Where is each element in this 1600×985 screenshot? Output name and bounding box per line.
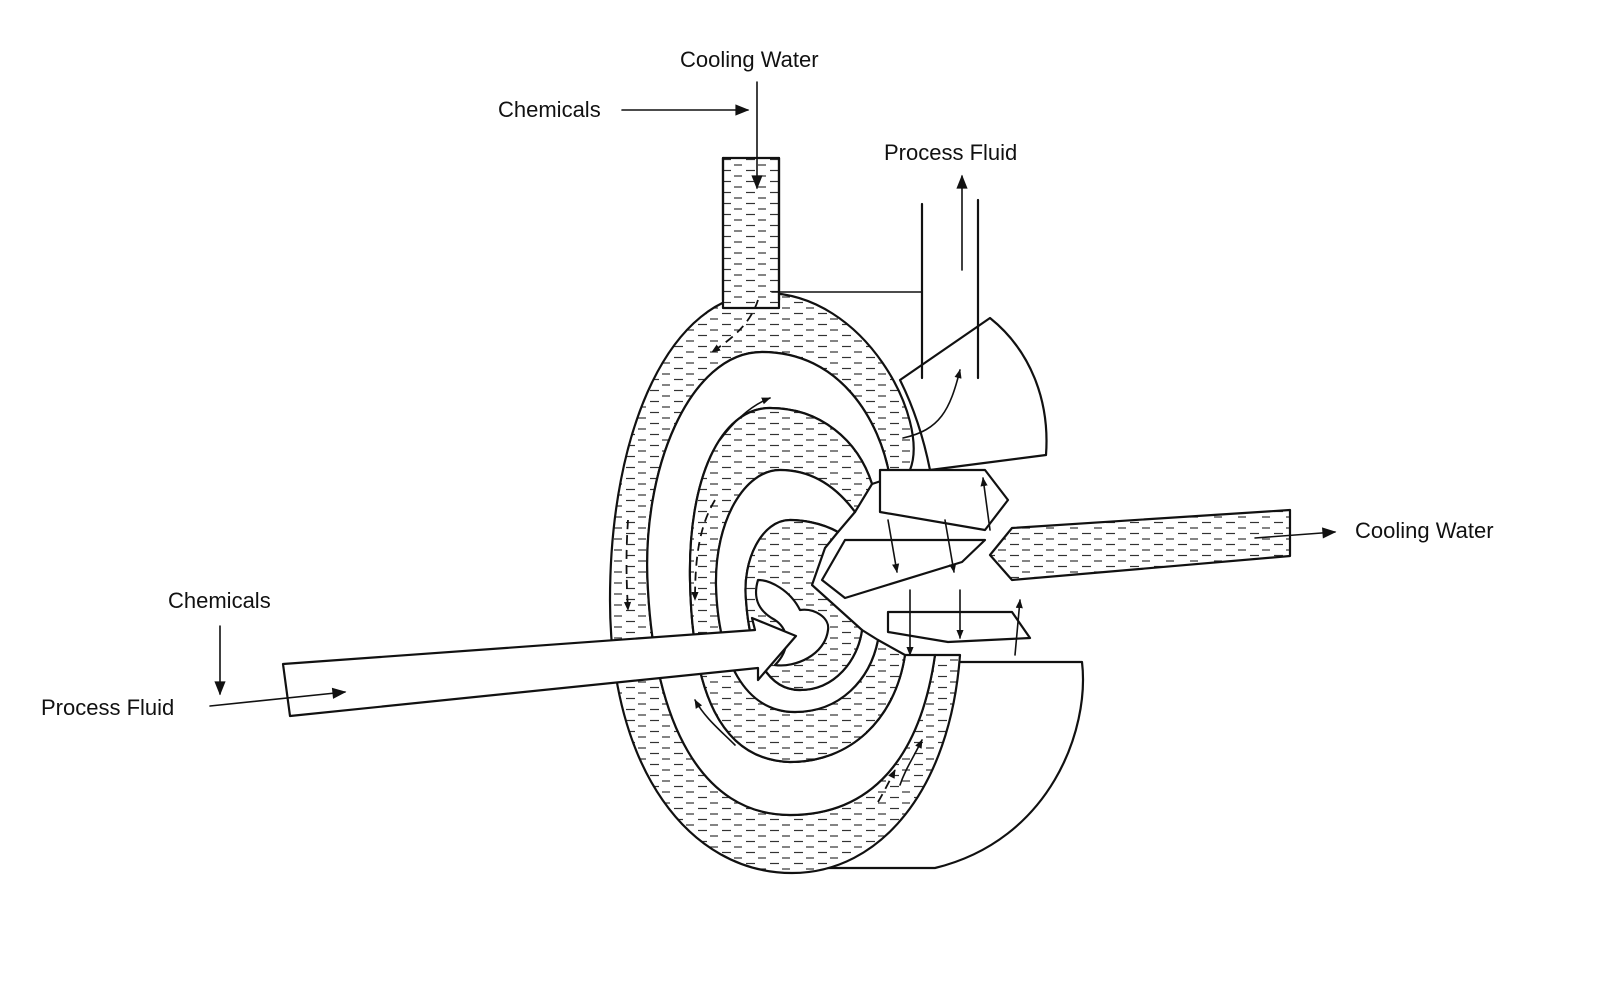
right-coolant-outlet-pipe	[988, 508, 1292, 582]
flow-arrows	[209, 81, 1337, 803]
label-chemicals-left: Chemicals	[168, 588, 271, 613]
label-process-fluid-top: Process Fluid	[884, 140, 1017, 165]
top-coolant-inlet-pipe	[721, 156, 781, 310]
label-chemicals-top: Chemicals	[498, 97, 601, 122]
label-cooling-water-right: Cooling Water	[1355, 518, 1494, 543]
left-process-inlet-pipe	[281, 616, 798, 718]
label-cooling-water-top: Cooling Water	[680, 47, 819, 72]
label-process-fluid-left: Process Fluid	[41, 695, 174, 720]
top-process-outlet-pipe	[771, 198, 980, 380]
guide-blades	[820, 468, 1032, 644]
labels: Cooling Water Chemicals Process Fluid Co…	[41, 47, 1494, 720]
